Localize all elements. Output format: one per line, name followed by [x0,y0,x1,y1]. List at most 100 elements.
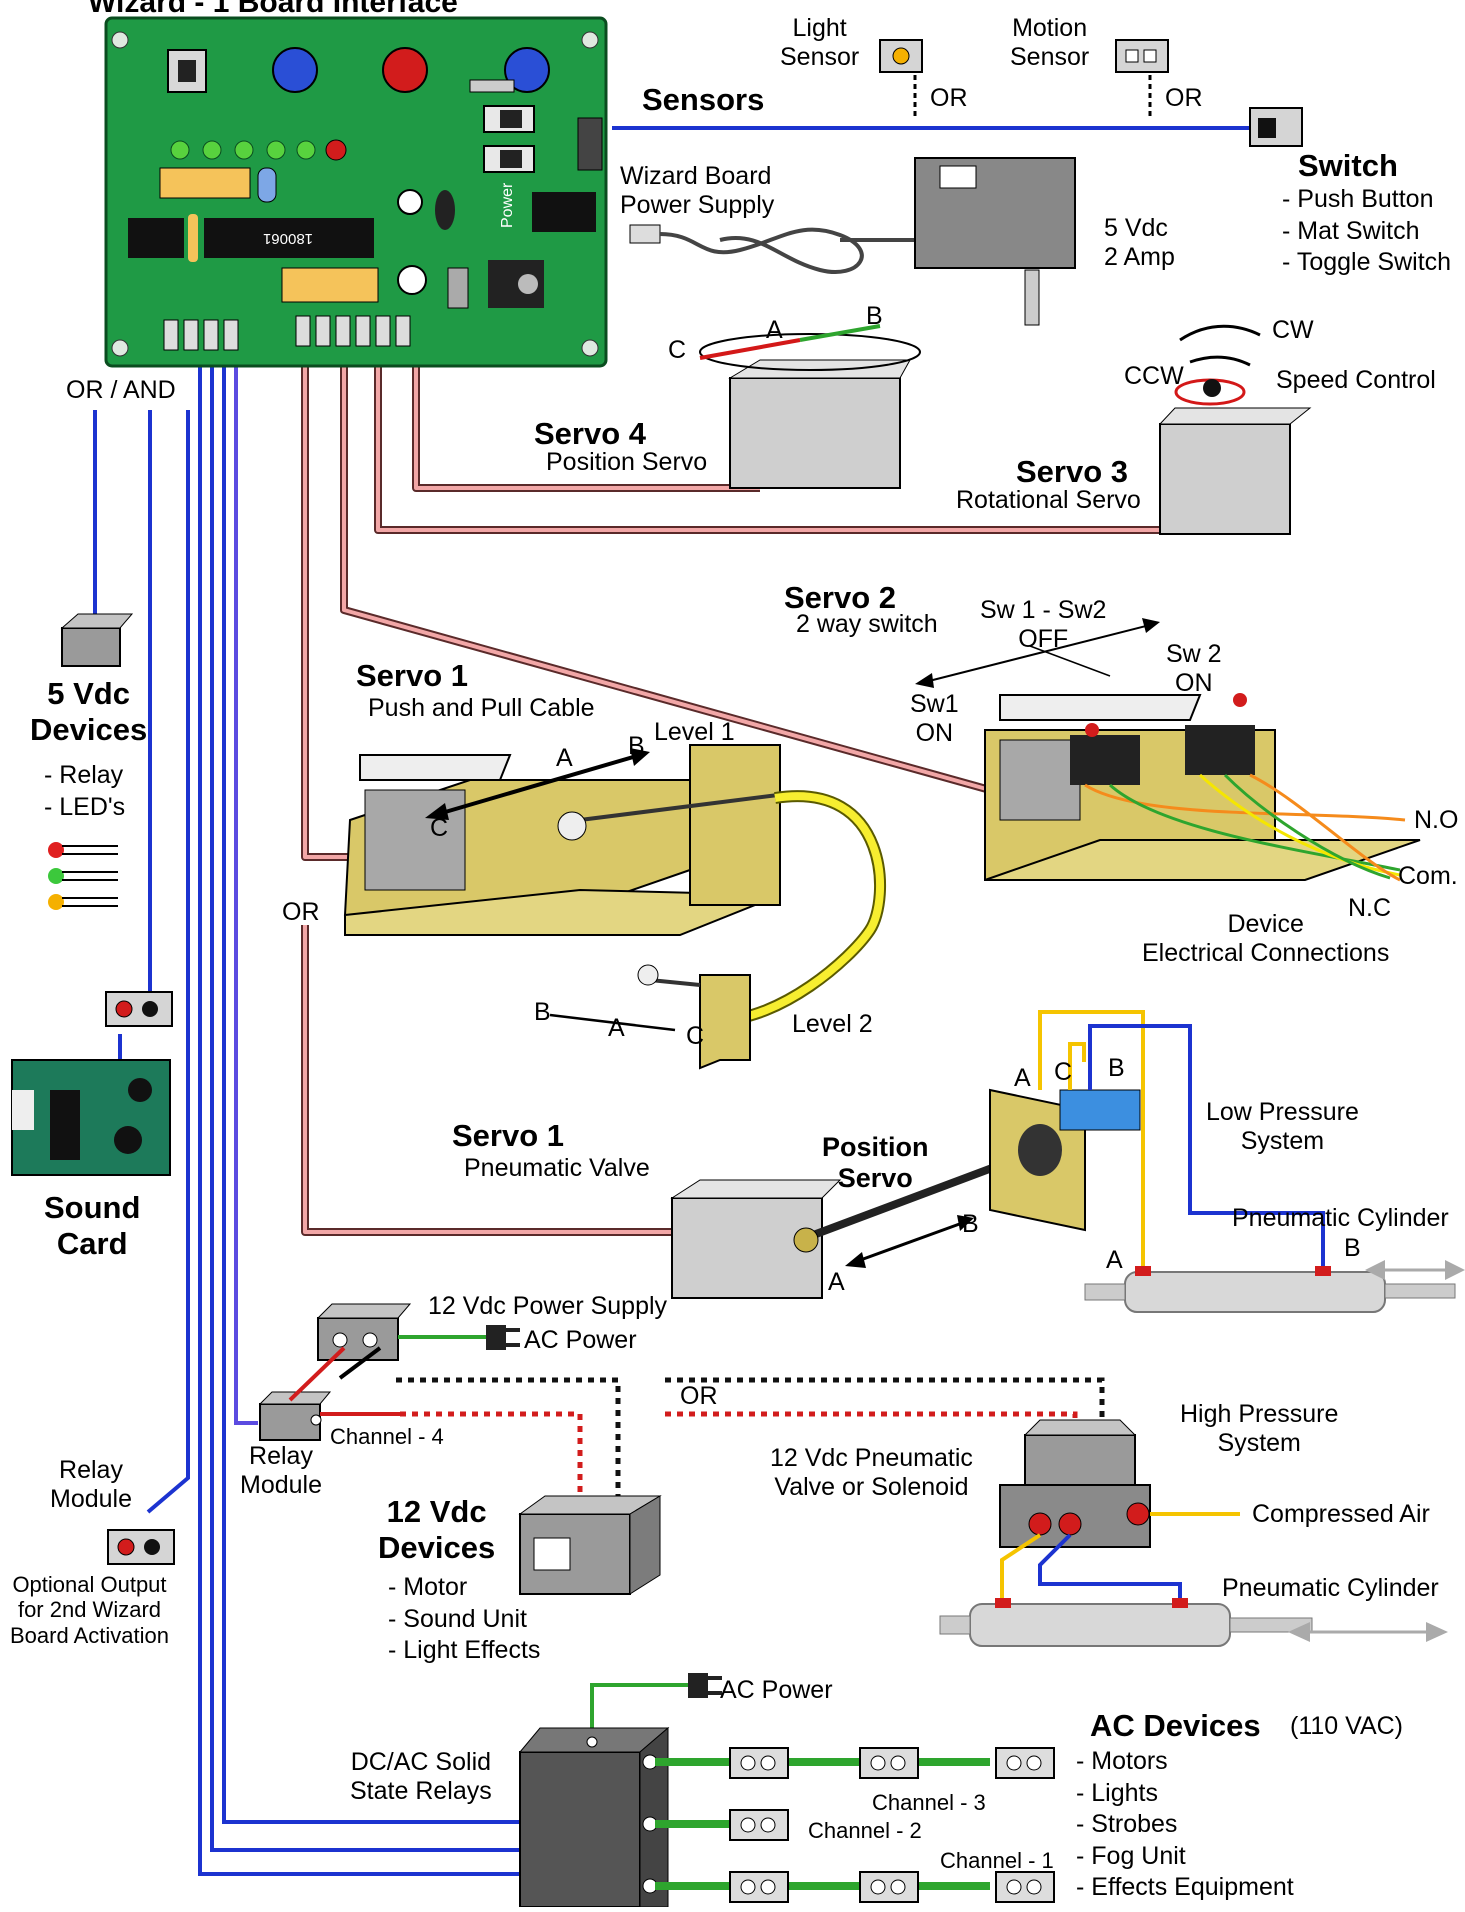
lp-valve-b: B [1108,1054,1125,1082]
lp-arrowhead-left [1365,1260,1385,1280]
relay-module-label: Relay Module [240,1442,322,1499]
ac-power-wire [590,1683,688,1745]
sound-card-icon [11,1059,171,1176]
outlet-icon [995,1871,1055,1903]
motion-sensor-label: Motion Sensor [1010,14,1090,71]
hp-tubes [1000,1512,1240,1604]
ssr-label: DC/AC Solid State Relays [350,1748,492,1805]
hp-cylinder-label: Pneumatic Cylinder [1222,1574,1439,1602]
power-supply-rating: 5 Vdc 2 Amp [1104,214,1175,271]
plug-icon [486,1325,520,1350]
level2-c: C [686,1022,705,1050]
lp-valve-c: C [1054,1058,1073,1086]
low-pressure-title: Low Pressure System [1206,1098,1359,1155]
servo4-subtitle: Position Servo [546,448,708,476]
dev12-item: - Sound Unit [388,1604,527,1633]
switch-icon [1249,107,1303,147]
cable-a: A [556,744,573,772]
digital-bus [93,366,520,1876]
supply-relay-wire [288,1346,346,1402]
position-servo-label: Position Servo [822,1132,929,1194]
ac-device-item: - Effects Equipment [1076,1873,1294,1901]
lp-valve-a: A [1014,1064,1031,1092]
dev5-item: - LED's [44,792,126,821]
servo3-ccw: CCW [1124,362,1184,390]
board-title: Wizard - 1 Board Interface [88,0,458,19]
ac-channel-wires [655,1758,990,1890]
lp-arrowhead-right [1445,1260,1465,1280]
outlet-icon [859,1747,919,1779]
sound-module-connector-icon [105,991,173,1027]
ac-device-item: - Strobes [1076,1810,1178,1838]
dev12-list: - Motor - Sound Unit - Light Effects [388,1572,540,1667]
outlet-icon [729,1809,789,1841]
servo4-b: B [866,302,883,330]
switch-title: Switch [1298,148,1398,183]
ac-device-item: - Fog Unit [1076,1841,1186,1870]
supply12-label: 12 Vdc Power Supply [428,1292,668,1320]
supply12-icon [316,1303,412,1361]
servo3-speed: Speed Control [1276,366,1436,394]
led-icons [48,842,118,910]
sound-card-title: Sound Card [44,1190,141,1261]
or-and-label: OR / AND [66,376,176,404]
low-pressure-tubes [1038,1010,1325,1272]
sw-off-label: Sw 1 - Sw2 OFF [980,596,1107,653]
channel3-label: Channel - 3 [872,1790,986,1815]
servo3-cw: CW [1272,316,1314,344]
valve-arrowhead-right [957,1215,974,1231]
optional-output-label: Optional Output for 2nd Wizard Board Act… [10,1572,169,1648]
channel2-label: Channel - 2 [808,1818,922,1843]
servo4-a: A [766,316,783,344]
ac-device-item: - Motors [1076,1747,1168,1775]
power-supply-label: Wizard Board Power Supply [620,162,775,219]
switch-item: - Push Button [1282,185,1434,213]
cable-b: B [628,732,645,760]
hp-or-label: OR [680,1382,718,1410]
cable-arrowhead-left [425,803,449,820]
solenoid-label: 12 Vdc Pneumatic Valve or Solenoid [770,1444,973,1501]
high-pressure-title: High Pressure System [1180,1400,1339,1457]
channel1-label: Channel - 1 [940,1848,1054,1873]
sw-arrow [924,624,1151,683]
low-pressure-cylinder-icon [1084,1266,1456,1313]
servo4-c: C [668,336,687,364]
servo4-icon [699,324,921,489]
lp-cyl-a: A [1106,1246,1123,1274]
servo1-valve-icon [670,1088,1141,1299]
outlet-icon [729,1747,789,1779]
switch-item: - Toggle Switch [1282,248,1452,276]
switch-list: - Push Button - Mat Switch - Toggle Swit… [1282,184,1451,279]
level2-arrow [549,1013,676,1032]
or-label-2: OR [1165,84,1203,112]
sw-arrowhead-right [1142,618,1160,633]
supply12-ac: AC Power [524,1326,637,1354]
servo2-assembly-icon [984,693,1421,882]
outlet-icon [995,1747,1055,1779]
cable-c: C [430,814,449,842]
dev12-box-icon [518,1495,662,1595]
servo-wires [301,366,1188,1236]
servo3-title: Servo 3 [1016,454,1129,489]
dev5-list: - Relay - LED's [44,760,125,823]
ac-power-label: AC Power [720,1676,833,1704]
12v-dotted-wires [396,1377,621,1510]
relay-small-icon [258,1391,332,1441]
left-or-label: OR [282,898,320,926]
or-label-1: OR [930,84,968,112]
servo2-subtitle: 2 way switch [796,610,938,638]
level2-a: A [608,1014,625,1042]
lp-cylinder-label: Pneumatic Cylinder [1232,1204,1449,1232]
ac-devices-title: AC Devices [1090,1708,1261,1743]
sw-arrowhead-left [915,673,934,688]
motion-sensor-icon [1115,39,1169,73]
lp-cyl-b: B [1344,1234,1361,1262]
level1-label: Level 1 [654,718,735,746]
switch-item: - Mat Switch [1282,216,1420,245]
compressed-air-label: Compressed Air [1252,1500,1430,1528]
servo1-valve-subtitle: Pneumatic Valve [464,1154,650,1182]
dev12-item: - Motor [388,1573,468,1601]
valve-a: A [828,1268,845,1296]
servo3-icon [1158,324,1312,535]
